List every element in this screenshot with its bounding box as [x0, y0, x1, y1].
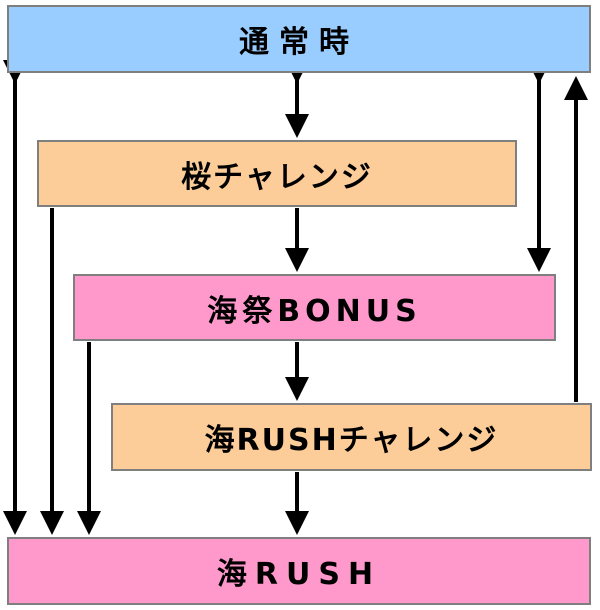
state-normal: 通常時: [7, 5, 591, 73]
state-umi-rush-challenge-label: 海RUSHチャレンジ: [204, 423, 499, 458]
state-umi-rush: 海RUSH: [7, 537, 591, 605]
state-umi-matsuri-bonus-label: 海祭BONUS: [207, 293, 422, 329]
state-umi-rush-label: 海RUSH: [216, 557, 382, 592]
state-umi-matsuri-bonus: 海祭BONUS: [73, 274, 556, 341]
state-sakura-challenge: 桜チャレンジ: [37, 140, 517, 207]
state-normal-label: 通常時: [239, 25, 359, 60]
state-umi-rush-challenge: 海RUSHチャレンジ: [111, 403, 592, 471]
state-sakura-challenge-label: 桜チャレンジ: [181, 159, 373, 195]
